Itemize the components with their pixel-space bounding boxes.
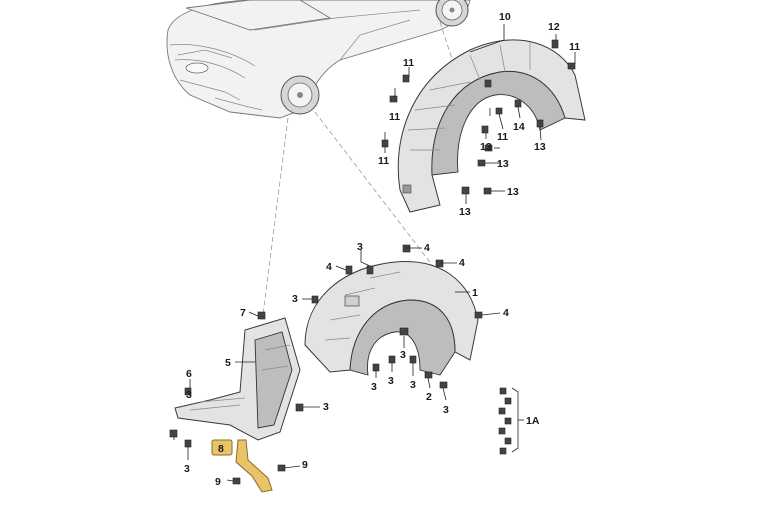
callout-4: 4 bbox=[503, 307, 509, 319]
callout-3: 3 bbox=[400, 349, 406, 361]
leader-lines bbox=[173, 24, 576, 482]
callout-4: 4 bbox=[424, 242, 430, 254]
callout-4: 4 bbox=[459, 257, 465, 269]
callout-7: 7 bbox=[240, 307, 246, 319]
callout-11: 11 bbox=[389, 111, 400, 123]
callout-13: 13 bbox=[497, 158, 509, 170]
callout-3: 3 bbox=[292, 293, 298, 305]
rear-wheel-arch-liner bbox=[397, 39, 586, 213]
front-wheel-arch-liner bbox=[304, 261, 479, 376]
callout-14: 14 bbox=[513, 121, 525, 133]
callout-3: 3 bbox=[323, 401, 329, 413]
callout-4: 4 bbox=[326, 261, 332, 273]
callout-9: 9 bbox=[215, 476, 221, 488]
callout-13: 13 bbox=[534, 141, 546, 153]
callout-12: 12 bbox=[548, 21, 560, 33]
callout-9: 9 bbox=[302, 459, 308, 471]
callout-3: 3 bbox=[371, 381, 377, 393]
extra-labels: 3 3 bbox=[184, 389, 192, 475]
callout-labels: 10 12 11 11 11 11 11 14 13 13 13 13 13 3… bbox=[186, 11, 580, 488]
callout-3: 3 bbox=[443, 404, 449, 416]
callout-3: 3 bbox=[357, 241, 363, 253]
car-illustration bbox=[166, 0, 471, 119]
callout-3: 3 bbox=[184, 463, 190, 475]
callout-11: 11 bbox=[403, 57, 414, 69]
callout-8-highlight bbox=[211, 439, 233, 456]
callout-2: 2 bbox=[426, 391, 432, 403]
callout-13: 13 bbox=[459, 206, 471, 218]
callout-8: 8 bbox=[218, 443, 224, 455]
callout-1a: 1A bbox=[526, 415, 540, 427]
callout-13: 13 bbox=[507, 186, 519, 198]
callout-3: 3 bbox=[410, 379, 416, 391]
front-lower-liner bbox=[174, 317, 301, 441]
callout-3: 3 bbox=[388, 375, 394, 387]
fasteners bbox=[169, 39, 576, 485]
callout-10: 10 bbox=[499, 11, 511, 23]
bracket-part-8 bbox=[211, 439, 273, 493]
callout-11: 11 bbox=[497, 131, 508, 143]
callout-1: 1 bbox=[472, 287, 478, 299]
callout-5: 5 bbox=[225, 357, 231, 369]
callout-3: 3 bbox=[186, 389, 192, 401]
callout-13: 13 bbox=[480, 141, 492, 153]
callout-6: 6 bbox=[186, 368, 192, 380]
callout-11: 11 bbox=[569, 41, 580, 53]
callout-11: 11 bbox=[378, 155, 389, 167]
